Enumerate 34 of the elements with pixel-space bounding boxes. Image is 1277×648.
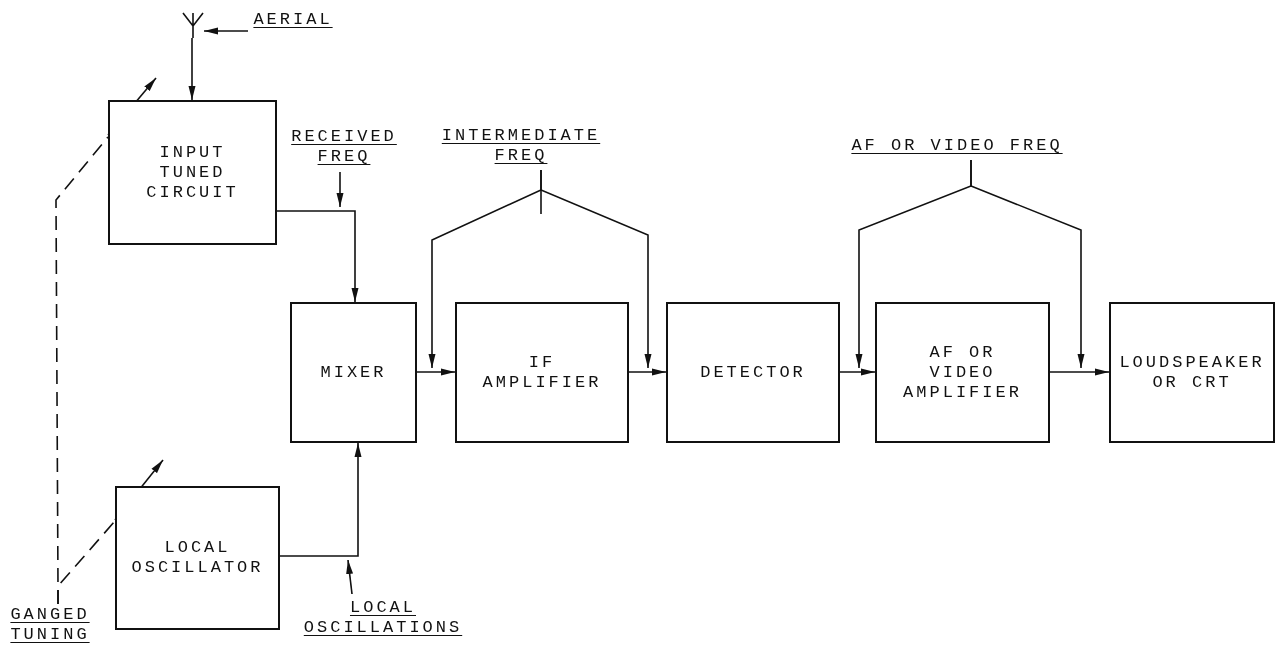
signal-arrow (279, 442, 362, 557)
signal-arrow (416, 368, 456, 376)
block-box (115, 486, 280, 630)
signal-arrow (970, 159, 1085, 369)
leader-arrow (336, 171, 344, 208)
signal-label: RECEIVED FREQ (286, 122, 402, 172)
block-box (290, 302, 417, 443)
block-label: LOUDSPEAKER OR CRT (1118, 352, 1266, 393)
signal-label: AF OR VIDEO FREQ (846, 132, 1068, 160)
block-label: MIXER (320, 362, 387, 383)
signal-label: INTERMEDIATE FREQ (434, 122, 608, 170)
signal-arrow (628, 368, 667, 376)
antenna-symbol (182, 12, 204, 38)
block-box (666, 302, 840, 443)
signal-label: LOCAL OSCILLATIONS (298, 594, 468, 642)
block-label: LOCAL OSCILLATOR (130, 538, 265, 578)
block-label: INPUT TUNED CIRCUIT (145, 142, 240, 203)
block-label: IF AMPLIFIER (481, 352, 603, 393)
signal-arrow (1049, 368, 1110, 376)
dashed-link (57, 520, 116, 605)
signal-arrow (276, 210, 359, 303)
signal-arrow (540, 169, 652, 369)
block-box (455, 302, 629, 443)
signal-arrow (188, 37, 196, 101)
block-box (1109, 302, 1275, 443)
block-label: DETECTOR (700, 362, 806, 383)
signal-label: AERIAL (248, 8, 338, 32)
signal-arrow (203, 27, 249, 35)
block-box (875, 302, 1050, 443)
signal-label: GANGED TUNING (4, 604, 96, 646)
block-label: AF OR VIDEO AMPLIFIER (902, 342, 1023, 403)
leader-arrow (346, 559, 354, 595)
block-box (108, 100, 277, 245)
signal-arrow (839, 368, 876, 376)
